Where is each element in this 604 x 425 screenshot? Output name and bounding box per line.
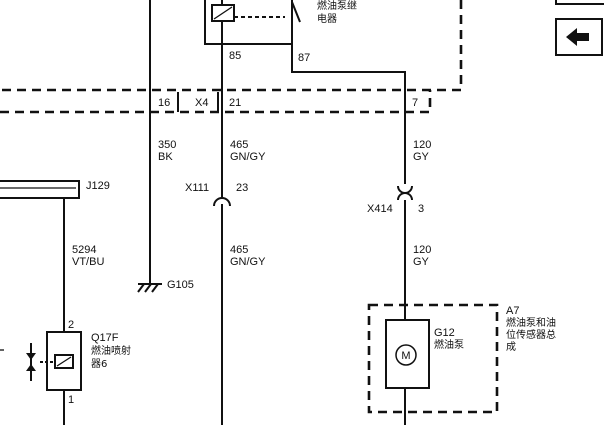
x111-pin: 23 bbox=[236, 182, 248, 194]
relay-pin-87: 87 bbox=[298, 52, 310, 64]
fuel-pump-g12: M G12 燃油泵 bbox=[385, 319, 464, 389]
motor-icon bbox=[395, 344, 417, 366]
wire-465-gngy: 465 GN/GY 465 GN/GY bbox=[221, 0, 266, 425]
harness-boundary-lower bbox=[0, 90, 432, 114]
pump-name: 燃油泵 bbox=[434, 338, 464, 351]
harness-boundary-upper bbox=[0, 0, 463, 92]
x111-label: X111 bbox=[185, 182, 209, 194]
wire-5294-color: VT/BU bbox=[72, 256, 104, 268]
splice-j129: J129 bbox=[0, 180, 110, 199]
wire-120-upper-color: GY bbox=[413, 151, 430, 163]
injector-valve-arrow-down-icon bbox=[26, 353, 36, 360]
nav-button-partial-top[interactable] bbox=[555, 0, 604, 5]
relay-coil-slash bbox=[213, 6, 233, 20]
fuel-injector-q17f: 2 1 Q17F 燃油喷射 器6 bbox=[0, 319, 131, 406]
back-button-frame[interactable] bbox=[555, 18, 603, 56]
relay-name-1: 燃油泵继 bbox=[317, 0, 357, 12]
ground-label: G105 bbox=[167, 279, 194, 291]
connector-x111: X111 23 bbox=[185, 182, 248, 207]
fuel-pump-relay: 燃油泵继 电器 85 87 bbox=[204, 0, 357, 64]
connector-x4: 16 X4 21 7 bbox=[158, 92, 418, 112]
wire-465-upper-color: GN/GY bbox=[230, 151, 266, 163]
pump-ref: G12 bbox=[434, 327, 455, 339]
ground-tick-3 bbox=[151, 283, 159, 293]
module-name-2: 位传感器总 bbox=[506, 328, 556, 341]
wire-120-upper bbox=[291, 44, 406, 184]
injector-name-2: 器6 bbox=[91, 358, 107, 370]
relay-switch-contact bbox=[291, 1, 301, 23]
wire-350-num: 350 bbox=[158, 139, 176, 151]
wire-465-lower-color: GN/GY bbox=[230, 256, 266, 268]
fuel-pump-module-a7: A7 燃油泵和油 位传感器总 成 bbox=[367, 303, 556, 414]
wire-5294-num: 5294 bbox=[72, 244, 96, 256]
x414-label: X414 bbox=[367, 203, 393, 215]
wire-120-upper-num: 120 bbox=[413, 139, 431, 151]
injector-coil-slash bbox=[56, 356, 72, 367]
nav-buttons bbox=[555, 0, 604, 56]
x4-pin-7: 7 bbox=[412, 97, 418, 109]
wire-120-lower-color: GY bbox=[413, 256, 430, 268]
left-arrow-icon[interactable] bbox=[566, 28, 589, 46]
wire-120-lower-num: 120 bbox=[413, 244, 431, 256]
injector-pin-1: 1 bbox=[68, 394, 74, 406]
x4-pin-16: 16 bbox=[158, 97, 170, 109]
ground-tick-1 bbox=[137, 283, 145, 293]
x111-terminal-symbol bbox=[213, 197, 231, 207]
module-name-3: 成 bbox=[506, 341, 516, 353]
x414-socket-symbol bbox=[397, 192, 413, 201]
wire-465-lower-num: 465 bbox=[230, 244, 248, 256]
relay-box-left bbox=[204, 0, 292, 45]
wire-350-color: BK bbox=[158, 151, 173, 163]
x414-pin: 3 bbox=[418, 203, 424, 215]
x4-label: X4 bbox=[195, 97, 208, 109]
relay-name-2: 电器 bbox=[317, 12, 337, 25]
wire-465-upper-num: 465 bbox=[230, 139, 248, 151]
relay-pin-85: 85 bbox=[229, 50, 241, 62]
back-button[interactable] bbox=[555, 18, 603, 56]
module-name-1: 燃油泵和油 bbox=[506, 316, 556, 329]
connector-x414: X414 3 bbox=[367, 185, 424, 215]
j129-splice-outline bbox=[0, 180, 80, 199]
wire-5294-vtbu: 5294 VT/BU bbox=[63, 198, 104, 425]
injector-name-1: 燃油喷射 bbox=[91, 344, 131, 357]
injector-pin-2: 2 bbox=[68, 319, 74, 331]
wire-350-bk: 350 BK bbox=[149, 0, 176, 284]
ground-g105: G105 bbox=[137, 279, 194, 293]
injector-valve-arrow-up-icon bbox=[26, 364, 36, 371]
injector-ref: Q17F bbox=[91, 332, 119, 344]
motor-symbol: M bbox=[401, 350, 410, 362]
wire-120-gy: 120 GY 120 GY bbox=[291, 44, 431, 425]
module-ref: A7 bbox=[506, 305, 519, 317]
j129-label: J129 bbox=[86, 180, 110, 192]
ground-tick-2 bbox=[144, 283, 152, 293]
x4-pin-21: 21 bbox=[229, 97, 241, 109]
x414-pin-symbol-top bbox=[397, 185, 413, 194]
module-boundary bbox=[367, 303, 499, 414]
